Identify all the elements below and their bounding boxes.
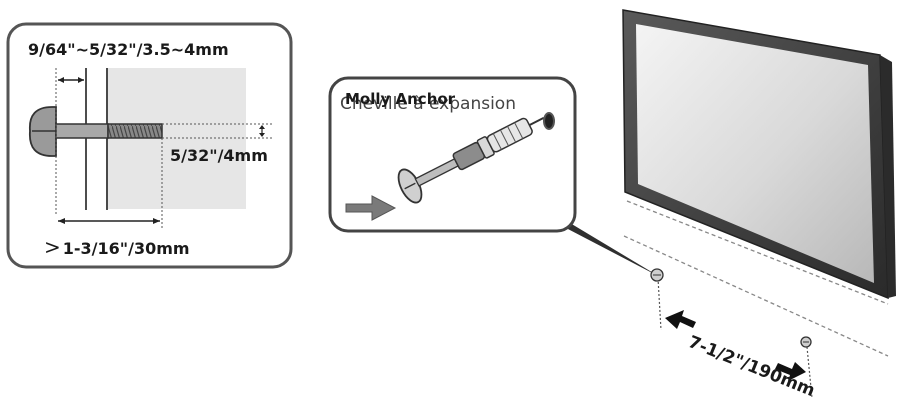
gap-label: 9/64"~5/32"/3.5~4mm: [28, 40, 229, 59]
left-mount-screw-icon: [650, 268, 664, 282]
depth-label: >1-3/16"/30mm: [44, 237, 190, 257]
screw-detail-panel: [6, 22, 293, 269]
depth-symbol: >: [44, 235, 61, 259]
tv-screen: [636, 24, 874, 283]
hole-arrow-up: [259, 125, 265, 129]
anchor-title: Molly Anchor: [345, 90, 456, 108]
depth-arrow-left: [58, 218, 65, 224]
screw-thread: [107, 123, 163, 139]
spacing-arrow-right: [775, 362, 806, 381]
wall-hole-icon: [543, 112, 555, 130]
anchor-callout-panel: [328, 76, 577, 233]
gap-arrow-left: [58, 77, 64, 83]
tv-edge: [880, 55, 896, 298]
hole-arrow-down: [259, 133, 265, 137]
anchor-subtitle: Cheville à expansion: [340, 94, 516, 114]
right-mount-screw-icon: [800, 336, 812, 348]
molly-anchor-icon: [397, 117, 545, 204]
push-arrow-icon: [345, 195, 397, 221]
hole-diameter-label: 5/32"/4mm: [170, 146, 268, 165]
spacing-arrow-left: [665, 310, 696, 329]
tv: [622, 9, 896, 300]
wall-guides: [623, 200, 889, 399]
left-hole-guide: [657, 277, 662, 331]
screw-shank: [55, 123, 109, 139]
right-hole-guide: [806, 346, 813, 399]
gap-arrow-right: [78, 77, 84, 83]
depth-arrow-right: [153, 218, 160, 224]
depth-value: 1-3/16"/30mm: [62, 239, 190, 258]
